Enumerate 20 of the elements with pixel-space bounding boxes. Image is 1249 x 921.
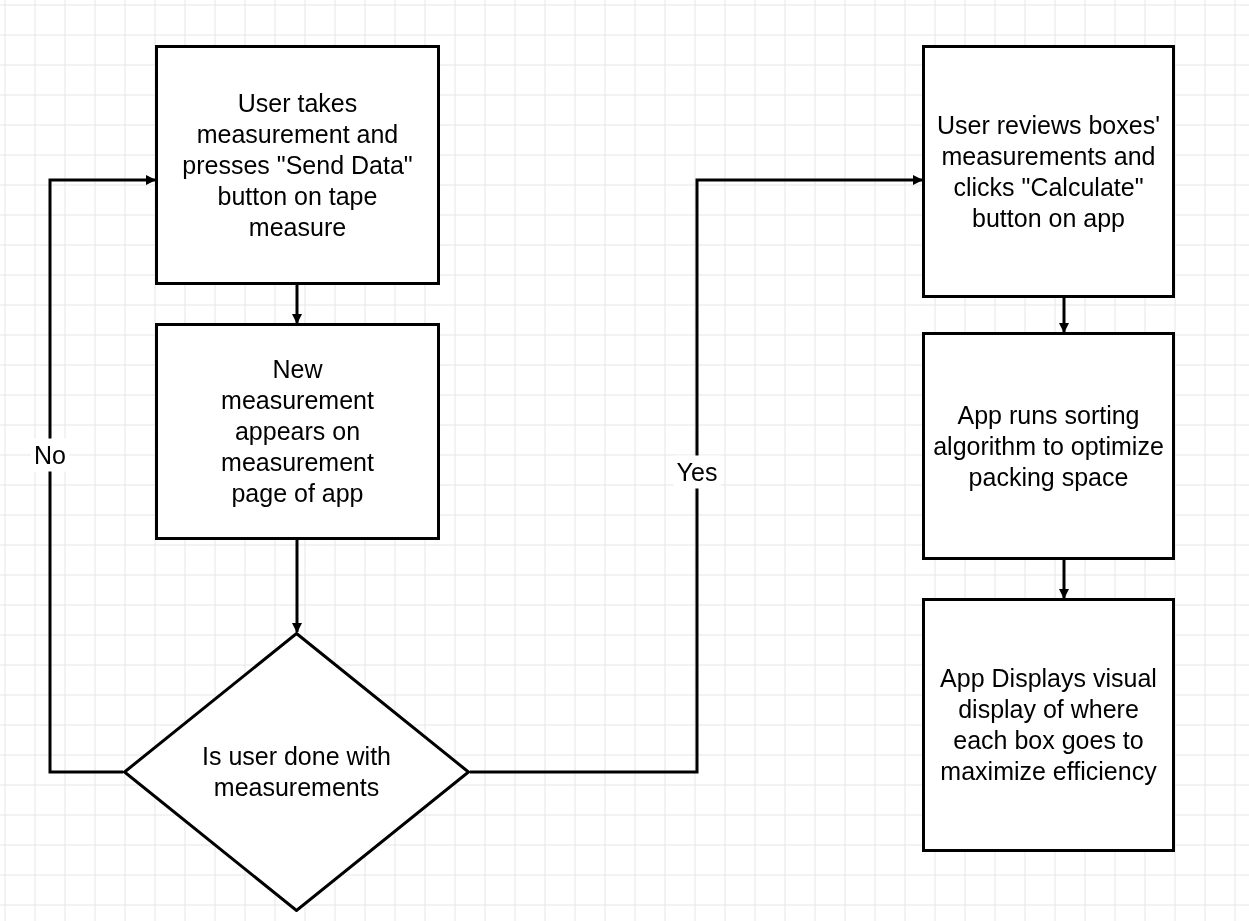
arrow — [48, 175, 156, 774]
arrow — [292, 285, 302, 324]
process-text: New measurement appears on measurement page of app — [220, 354, 375, 509]
decision-text: Is user done with measurements — [201, 741, 392, 803]
process-text: App Displays visual display of where each box goes to maximize efficiency — [939, 663, 1158, 787]
process-box — [922, 598, 1175, 852]
process-text: User takes measurement and presses "Send Data" button on tape measure — [181, 87, 414, 243]
process-text: App runs sorting algorithm to optimize packing space — [932, 399, 1165, 493]
arrow — [292, 540, 302, 633]
edge-label: No — [31, 438, 69, 472]
edge-label: Yes — [673, 455, 721, 489]
process-box — [922, 332, 1175, 560]
process-text: User reviews boxes' measurements and clicks "Calculate" button on app — [936, 109, 1161, 234]
process-box — [155, 45, 440, 285]
process-box — [922, 45, 1175, 298]
arrow — [1059, 298, 1069, 333]
process-box — [155, 323, 440, 540]
decision-diamond — [123, 632, 470, 912]
arrow — [1059, 560, 1069, 599]
arrow — [470, 175, 923, 774]
